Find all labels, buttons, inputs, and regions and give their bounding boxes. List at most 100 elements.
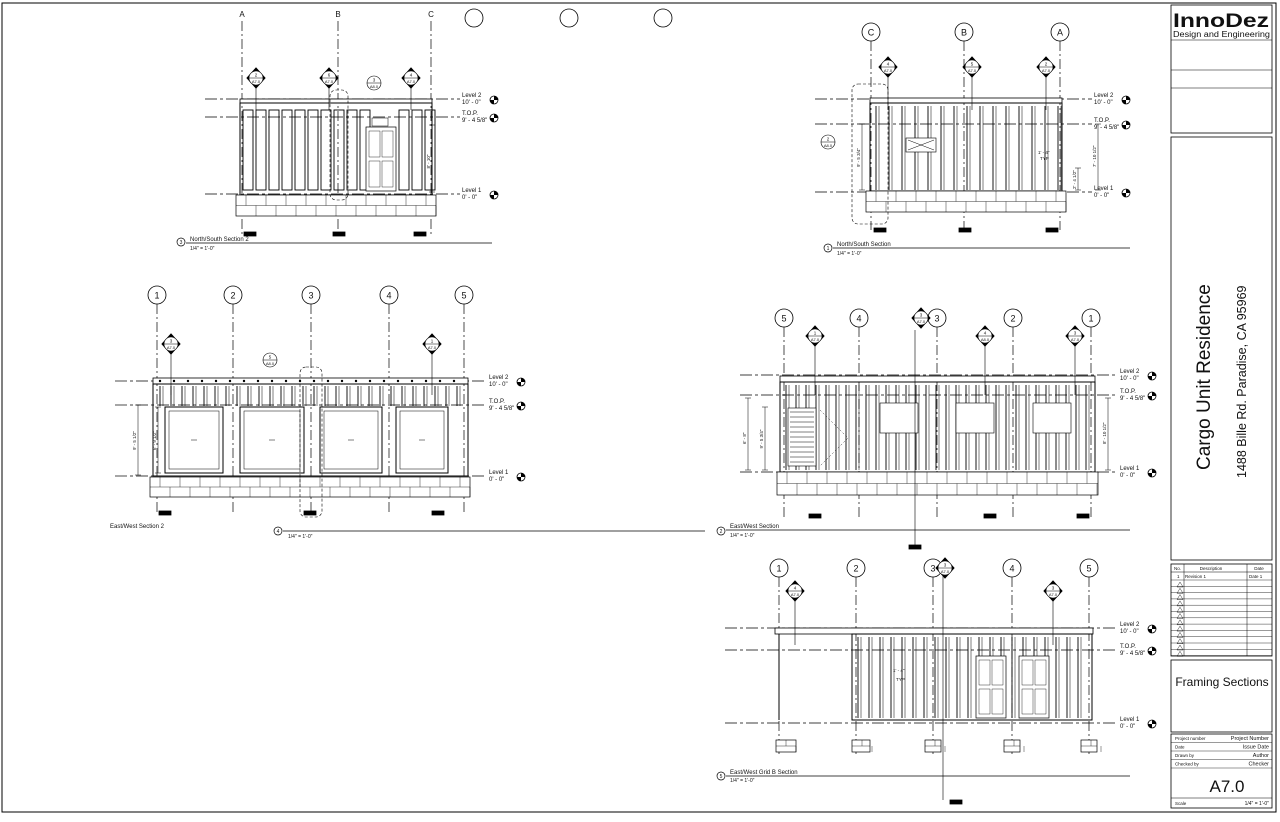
section-marker-sheet: A7.0 bbox=[811, 337, 820, 342]
grid-bubble bbox=[1003, 308, 1023, 328]
logo: InnoDez bbox=[1173, 11, 1269, 32]
level-name: Level 1 bbox=[1120, 466, 1140, 472]
opening-swing bbox=[819, 409, 849, 467]
section-marker-sheet: A7.0 bbox=[167, 345, 176, 350]
level-target-fill bbox=[1122, 121, 1130, 129]
glass-pane bbox=[323, 410, 379, 470]
footing bbox=[808, 513, 822, 519]
section-marker-sheet: A7.0 bbox=[941, 569, 950, 574]
roof-joist bbox=[340, 379, 344, 383]
field-value: Checker bbox=[1249, 762, 1270, 768]
view-title-4-name: East/West Section 2 bbox=[110, 524, 165, 530]
revision-header-no: No. bbox=[1174, 566, 1181, 571]
dimension-text: 1' - 4" bbox=[1038, 150, 1050, 155]
wall-panel bbox=[320, 109, 332, 191]
door-panel bbox=[381, 160, 394, 188]
section-marker-number: 1 bbox=[431, 339, 434, 344]
level-target-fill bbox=[1148, 469, 1156, 477]
dimension-text: 2' - 4 1/2" bbox=[1072, 170, 1077, 189]
footing bbox=[1045, 227, 1059, 233]
roof-joist bbox=[200, 379, 204, 383]
section-marker-number: 3 bbox=[1074, 331, 1077, 336]
door-panel bbox=[978, 659, 991, 686]
glass-pane bbox=[168, 410, 220, 470]
view-title-5-scale: 1/4" = 1'-0" bbox=[730, 778, 755, 784]
view-title-3-number: 3 bbox=[180, 240, 183, 246]
grid-bubble bbox=[1079, 558, 1099, 578]
section-marker-sheet: A7.0 bbox=[407, 79, 416, 84]
view-title-4-scale: 1/4" = 1'-0" bbox=[288, 534, 313, 540]
roof-joist bbox=[382, 379, 386, 383]
sheet-number: A7.0 bbox=[1210, 777, 1245, 796]
revision-row-description: Revision 1 bbox=[1185, 574, 1207, 579]
revision-cloud bbox=[329, 89, 349, 201]
grid-bubble-label: 4 bbox=[1009, 564, 1014, 574]
door-panel bbox=[978, 688, 991, 715]
wall-panel bbox=[346, 109, 358, 191]
revision-row-no: 1 bbox=[1177, 574, 1180, 579]
grid-bubble-label: 4 bbox=[856, 314, 861, 324]
level-name: T.O.P. bbox=[489, 399, 505, 405]
dimension-text: 1' - 4" bbox=[893, 668, 905, 673]
level-elevation: 10' - 0" bbox=[1120, 376, 1139, 382]
roof-joist bbox=[186, 379, 190, 383]
wall-panel bbox=[333, 109, 345, 191]
level-elevation: 0' - 0" bbox=[1120, 473, 1135, 479]
section-marker-sheet: A7.0 bbox=[325, 79, 334, 84]
footing bbox=[332, 231, 346, 237]
grid-bubble-label: 4 bbox=[386, 291, 391, 301]
level-name: Level 2 bbox=[1094, 93, 1114, 99]
level-target-fill bbox=[1148, 372, 1156, 380]
roof-plate bbox=[239, 98, 433, 104]
dimension-text: 7' - 10 1/2" bbox=[1092, 145, 1097, 167]
roof-joist bbox=[424, 379, 428, 383]
level-elevation: 9' - 4 5/8" bbox=[462, 118, 487, 124]
section-marker-sheet: A7.0 bbox=[1071, 337, 1080, 342]
section-marker-number: 4 bbox=[984, 331, 987, 336]
dimension-typ: TYP bbox=[896, 677, 905, 682]
level-name: Level 2 bbox=[489, 375, 509, 381]
grid-bubble bbox=[301, 285, 321, 305]
view-title-1-name: North/South Section bbox=[837, 242, 891, 248]
view-title-3-scale: 1/4" = 1'-0" bbox=[190, 246, 215, 252]
section-marker-number: 5 bbox=[971, 62, 974, 67]
section-marker-number: 3 bbox=[944, 563, 947, 568]
section-marker-sheet: A7.0 bbox=[917, 319, 926, 324]
revision-delta-icon bbox=[1176, 632, 1184, 638]
grid-bubble-label: 5 bbox=[781, 314, 786, 324]
section-marker-sheet: A7.0 bbox=[884, 68, 893, 73]
door bbox=[365, 126, 397, 192]
roof-joist bbox=[270, 379, 274, 383]
footing bbox=[949, 799, 963, 805]
grid-bubble bbox=[849, 308, 869, 328]
grid-letter-label: B bbox=[335, 10, 340, 19]
revision-cloud bbox=[299, 366, 323, 518]
project-address: 1488 Bille Rd. Paradise, CA 95969 bbox=[1235, 285, 1249, 478]
roof-joist bbox=[158, 379, 162, 383]
wall-frame bbox=[851, 633, 1093, 721]
roof-joist bbox=[284, 379, 288, 383]
door-panel bbox=[368, 130, 381, 158]
grid-bubble bbox=[846, 558, 866, 578]
footing bbox=[908, 544, 922, 550]
field-label: Drawn by bbox=[1175, 753, 1195, 758]
grid-bubble bbox=[1050, 22, 1070, 42]
view-title-4-number: 4 bbox=[277, 529, 280, 535]
field-label: Date bbox=[1175, 745, 1185, 750]
view-title-5: 5 East/West Grid B Section 1/4" = 1'-0" bbox=[716, 770, 1130, 784]
view-title-2-name: East/West Section bbox=[730, 524, 779, 530]
dimension-text: 9' - 5 3/4" bbox=[759, 429, 764, 448]
door-panel bbox=[1034, 659, 1047, 686]
sheet-name-line: Framing Sections bbox=[1175, 675, 1268, 689]
window bbox=[1032, 402, 1072, 434]
level-name: T.O.P. bbox=[1120, 389, 1136, 395]
revision-delta-icon bbox=[1176, 619, 1184, 625]
grid-bubble bbox=[223, 285, 243, 305]
level-elevation: 9' - 4 5/8" bbox=[489, 406, 514, 412]
door-panel bbox=[991, 659, 1004, 686]
view-title-1-number: 1 bbox=[827, 246, 830, 252]
